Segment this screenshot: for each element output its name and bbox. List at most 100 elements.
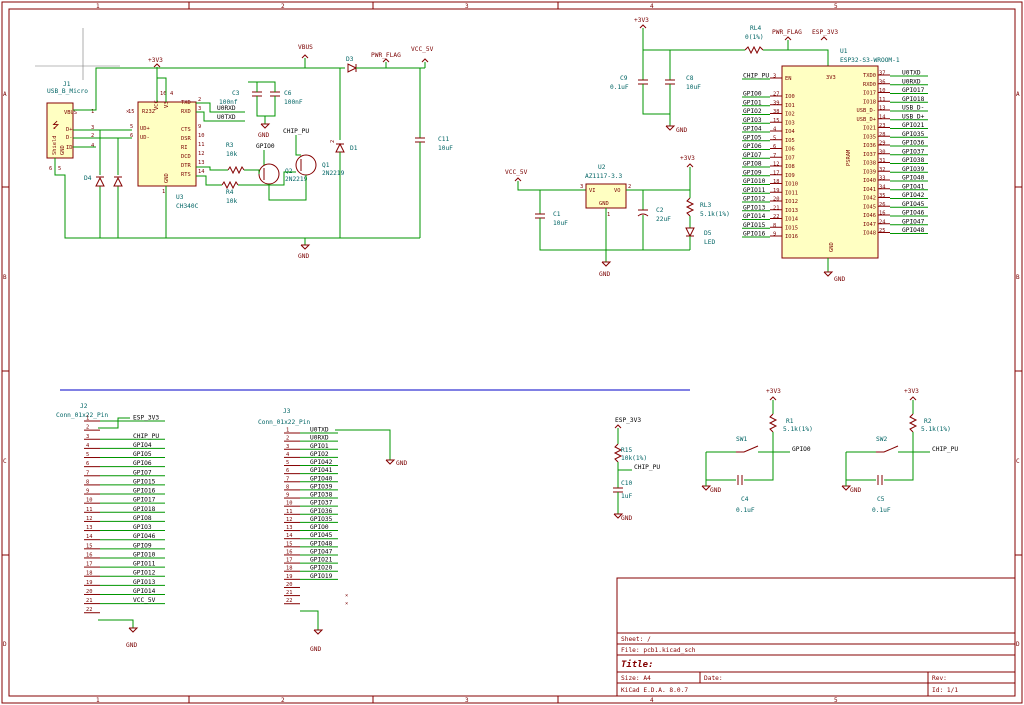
u1-right-pin-num: 24 xyxy=(879,219,886,225)
u1-left-pin-name: IO6 xyxy=(785,147,795,153)
esp-pwr-flag-icon xyxy=(784,36,792,41)
u1-left-pin-name: IO1 xyxy=(785,103,795,109)
u1-left-pin-num: 4 xyxy=(773,127,776,133)
u1-left-pin-num: 27 xyxy=(773,92,780,98)
j2-pin-num: 5 xyxy=(86,452,89,458)
q-gpio0-label: GPIO0 xyxy=(256,143,275,150)
u1-right-pin-name: USB_D- xyxy=(857,108,876,114)
grid-col-label: 3 xyxy=(465,3,469,10)
wire-u3-v3 xyxy=(156,67,167,102)
rl3-resistor xyxy=(685,197,695,217)
j1-pin-vbus: VBUS xyxy=(64,110,77,116)
vcc5v-arrow-icon xyxy=(421,58,429,63)
u2-pin-vo: VO xyxy=(614,188,621,194)
u1-right-pins: U0TXD37TXD0U0RXD36RXD0GPIO1710IO17GPIO18… xyxy=(857,70,928,237)
wire-j3-gnd-top xyxy=(335,429,391,460)
j3-net-label: U0TXD xyxy=(310,427,329,434)
u2-regulator[interactable] xyxy=(585,183,627,209)
d5-ref: D5 xyxy=(704,230,712,237)
u1-right-net-label: GPIO36 xyxy=(902,140,925,147)
u1-left-pin-num: 38 xyxy=(773,109,780,115)
j3-pin-num: 10 xyxy=(286,501,293,507)
q1-transistor[interactable] xyxy=(295,154,317,176)
u1-gnd-icon xyxy=(823,271,834,277)
r15-resistor xyxy=(613,443,623,463)
u1-left-pin-name: IO7 xyxy=(785,155,795,161)
r1-ref: R1 xyxy=(786,418,794,425)
d3-ref: D3 xyxy=(346,56,354,63)
grid-col-label: 1 xyxy=(96,3,100,10)
j2-pin-num: 13 xyxy=(86,525,93,531)
c9c8-gnd-label: GND xyxy=(676,127,687,134)
u3-ch340c[interactable] xyxy=(137,101,197,187)
u1-left-pin-num: 17 xyxy=(773,170,780,176)
j2-pin-num: 16 xyxy=(86,552,93,558)
sw2-gnd-label: GND xyxy=(850,487,861,494)
j3-value: Conn_01x22_Pin xyxy=(258,419,310,426)
wire-q-emitters xyxy=(268,175,307,201)
u1-right-pin-num: 16 xyxy=(879,211,886,217)
u1-left-net-label: GPIO9 xyxy=(743,169,762,176)
u1-right-net-label: GPIO21 xyxy=(902,122,925,129)
j3-nc-19-icon: × xyxy=(345,601,348,607)
wire-u3-txd xyxy=(196,111,245,122)
j2-pin-num: 3 xyxy=(86,434,89,440)
sw2-switch[interactable] xyxy=(876,445,899,453)
u3-pin-dtr: DTR xyxy=(181,163,191,169)
r3-resistor xyxy=(227,165,245,175)
u3-num-14: 14 xyxy=(198,169,205,175)
u1-left-pin-num: 5 xyxy=(773,135,776,141)
u1-pin-3v3: 3V3 xyxy=(826,75,836,81)
u1-left-pin-num: 9 xyxy=(773,232,776,238)
u1-right-pin-num: 14 xyxy=(879,114,886,120)
j3-gnd-bottom-icon xyxy=(313,629,324,635)
u1-right-net-label: GPIO37 xyxy=(902,148,925,155)
j3-net-label: GPIO48 xyxy=(310,540,333,547)
u1-pin-gnd: GND xyxy=(829,242,835,252)
u1-left-pin-name: IO0 xyxy=(785,94,795,100)
sw2-chip-pu-label: CHIP_PU xyxy=(932,446,958,453)
wire-esp-3v3 xyxy=(642,28,745,51)
usb-section: J1 USB_B_Micro VBUS D+ D- ID Shield GND … xyxy=(46,44,453,260)
u1-right-net-label: GPIO40 xyxy=(902,175,925,182)
u1-right-pin-name: USB_D+ xyxy=(857,117,877,123)
j3-net-label: GPIO1 xyxy=(310,443,329,450)
c6-value: 100nF xyxy=(284,99,303,106)
sw1-ref: SW1 xyxy=(736,436,747,443)
esp32-section: +3V3 RL4 0(1%) PWR_FLAG ESP_3V3 GND C9 0… xyxy=(610,17,928,283)
j2-net-label: GPIO5 xyxy=(133,451,152,458)
wire-j2-esp3v3 xyxy=(98,417,130,429)
j1-usb-connector[interactable] xyxy=(46,102,74,159)
u3-pin-udp: UD+ xyxy=(140,126,150,132)
d5-led xyxy=(685,227,695,238)
j3-pin-num: 22 xyxy=(286,598,293,604)
u1-right-pin-num: 13 xyxy=(879,106,886,112)
j2-net-label: GPIO9 xyxy=(133,542,152,549)
u3-pin-rts: RTS xyxy=(181,172,191,178)
sw1-gnd-label: GND xyxy=(710,487,721,494)
j2-pin-num: 2 xyxy=(86,425,89,431)
j1-num-6: 6 xyxy=(49,166,52,172)
sw1-switch[interactable] xyxy=(736,445,759,453)
u1-left-pin-name: IO8 xyxy=(785,164,795,170)
u1-left-net-label: GPIO2 xyxy=(743,108,762,115)
en-chip-pu-label: CHIP_PU xyxy=(634,464,660,471)
j3-pin-num: 13 xyxy=(286,525,293,531)
vcc5v-label-top: VCC_5V xyxy=(411,46,434,53)
usb-symbol-icon: ⭍ xyxy=(52,120,60,131)
u1-left-pin-num: 7 xyxy=(773,153,776,159)
wire-q1-collector xyxy=(295,135,301,156)
j3-nc-20-icon: × xyxy=(345,593,348,599)
u1-left-pin-num: 12 xyxy=(773,162,780,168)
u1-left-pin-name: IO10 xyxy=(785,182,798,188)
u1-esp32-s3[interactable] xyxy=(781,65,879,259)
grid-col-label: 2 xyxy=(281,3,285,10)
j3-gnd-top-label: GND xyxy=(396,460,407,467)
wire-u3-rts xyxy=(196,175,222,186)
rl4-value: 0(1%) xyxy=(745,34,764,41)
q2-transistor[interactable] xyxy=(258,163,280,185)
j2-pin-num: 21 xyxy=(86,598,93,604)
